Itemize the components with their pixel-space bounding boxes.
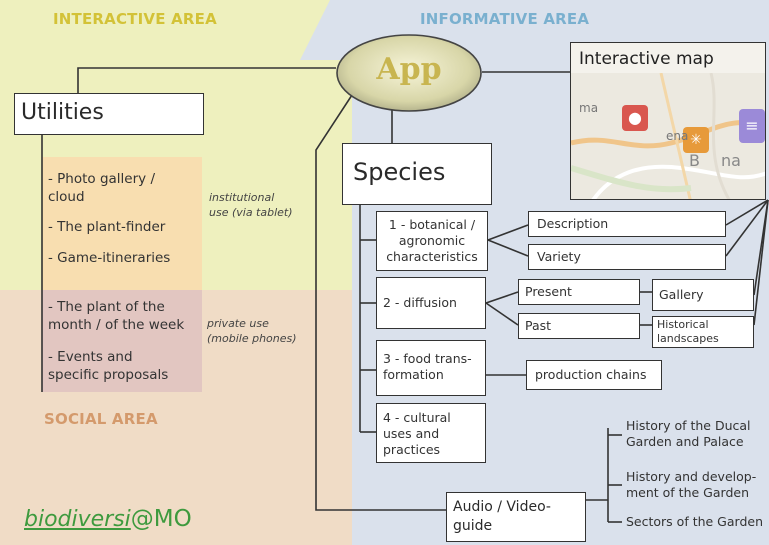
species-title: Species: [353, 158, 446, 186]
map-pin-orange-icon: ✳: [683, 127, 709, 153]
map-title: Interactive map: [579, 49, 714, 69]
species-box[interactable]: Species: [342, 143, 492, 205]
utilities-box[interactable]: Utilities: [14, 93, 204, 135]
map-fragment-ena: ena: [666, 129, 689, 143]
interactive-map-box[interactable]: Interactive map ● ✳ ≡ ma ena B na: [570, 42, 766, 200]
logo-suffix: @MO: [130, 506, 192, 532]
informative-area-title: INFORMATIVE AREA: [420, 10, 590, 28]
leaf-production-chains[interactable]: production chains: [526, 360, 662, 390]
private-use-note: private use(mobile phones): [207, 317, 297, 345]
map-pin-purple-icon: ≡: [739, 109, 765, 143]
species-node-food[interactable]: 3 - food trans-formation: [376, 340, 486, 396]
leaf-variety[interactable]: Variety: [528, 244, 726, 270]
institutional-panel: [42, 157, 202, 290]
utilities-title: Utilities: [21, 100, 104, 125]
map-pin-apple-icon: ●: [622, 105, 648, 131]
leaf-past[interactable]: Past: [518, 313, 640, 339]
map-fragment-b: B: [689, 151, 700, 170]
biodiversimo-logo: biodiversi@MO: [24, 506, 192, 532]
private-panel: [42, 290, 202, 392]
map-fragment-ma: ma: [579, 101, 599, 115]
leaf-description[interactable]: Description: [528, 211, 726, 237]
interactive-area-title: INTERACTIVE AREA: [53, 10, 217, 28]
species-node-diffusion[interactable]: 2 - diffusion: [376, 277, 486, 329]
leaf-gallery[interactable]: Gallery: [652, 279, 754, 311]
logo-text: biodiversi: [24, 507, 131, 532]
utilities-game-itineraries[interactable]: - Game-itineraries: [48, 250, 171, 266]
leaf-present[interactable]: Present: [518, 279, 640, 305]
map-thumbnail: [571, 73, 765, 199]
audio-item-history-development[interactable]: History and develop-ment of the Garden: [626, 469, 757, 500]
app-label[interactable]: App: [376, 52, 442, 87]
utilities-photo-gallery[interactable]: - Photo gallery /cloud: [48, 171, 155, 205]
map-fragment-na: na: [721, 151, 741, 170]
audio-item-sectors[interactable]: Sectors of the Garden: [626, 514, 763, 529]
utilities-plant-finder[interactable]: - The plant-finder: [48, 219, 166, 235]
social-area-title: SOCIAL AREA: [44, 410, 158, 428]
audio-video-guide-box[interactable]: Audio / Video-guide: [446, 492, 586, 542]
